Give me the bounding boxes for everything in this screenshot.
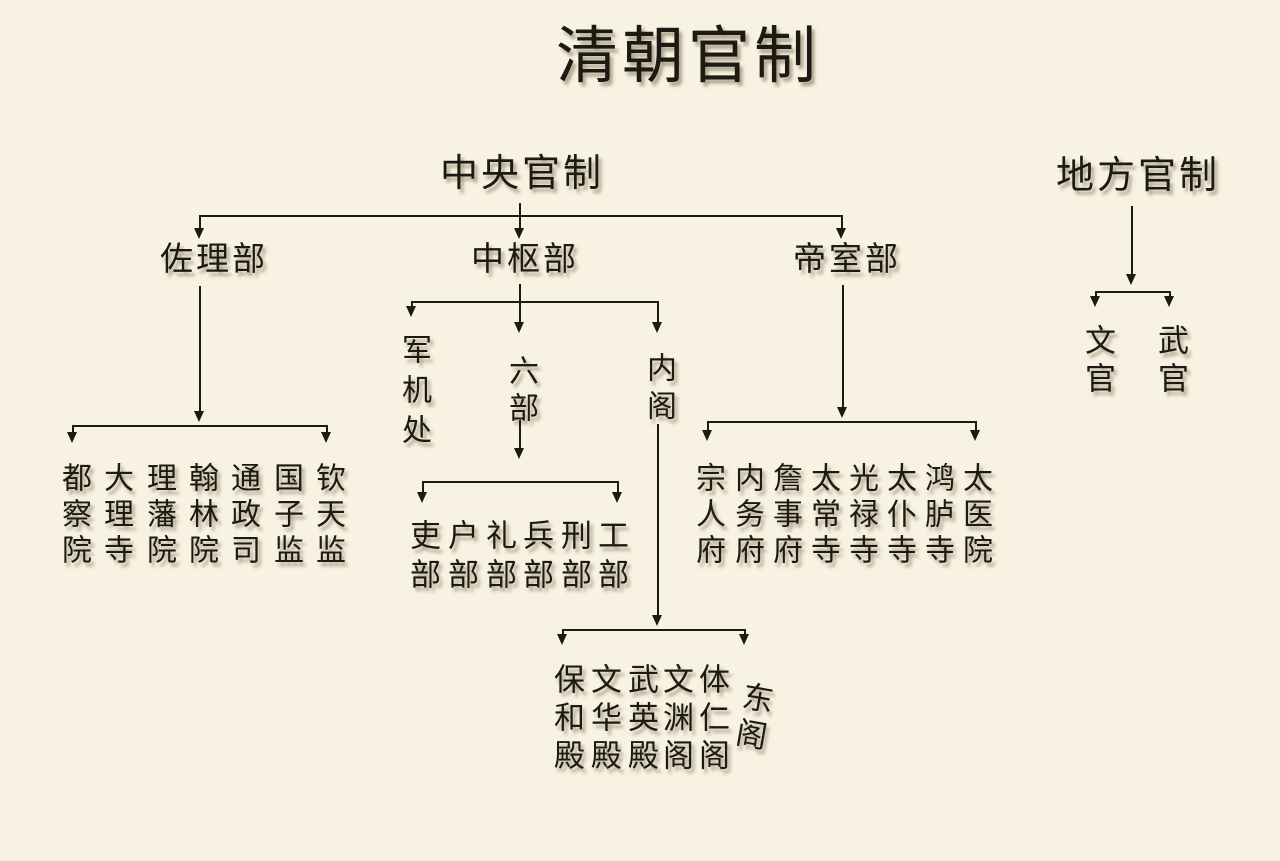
node-central-official-system: 中央官制 [439, 153, 605, 195]
arrowhead-down-icon [514, 228, 524, 239]
connector-vline [744, 629, 746, 635]
arrowhead-down-icon [514, 322, 524, 333]
dept-hubu: 户部 [443, 519, 478, 597]
connector-vline [842, 285, 844, 408]
connector-vline [975, 421, 977, 431]
dept-taichangsi: 太常寺 [806, 462, 839, 570]
dept-gongbu: 工部 [593, 519, 628, 597]
connector-vline [326, 425, 328, 434]
node-dishibu: 帝室部 [793, 242, 901, 278]
arrowhead-down-icon [1126, 274, 1136, 285]
arrowhead-down-icon [557, 634, 567, 645]
connector-vline [1169, 291, 1171, 297]
connector-hline [422, 481, 619, 483]
dept-zhanshifu: 詹事府 [768, 462, 801, 570]
arrowhead-down-icon [702, 430, 712, 441]
node-zuolibu: 佐理部 [160, 242, 268, 278]
dept-duchayuan: 都察院 [57, 462, 90, 570]
connector-vline [72, 425, 74, 434]
dept-qintianjian: 钦天监 [311, 462, 344, 570]
connector-hline [707, 421, 977, 423]
arrowhead-down-icon [417, 492, 427, 503]
hall-tirenge: 体仁阁 [694, 663, 729, 777]
dept-honglusi: 鸿胪寺 [920, 462, 953, 570]
dept-xingbu: 刑部 [556, 519, 591, 597]
dept-taiyiyuan: 太医院 [958, 462, 991, 570]
arrowhead-down-icon [1164, 296, 1174, 307]
dept-dalisi: 大理寺 [99, 462, 132, 570]
arrowhead-down-icon [406, 306, 416, 317]
node-junjichu: 军机处 [397, 334, 430, 454]
hall-dongge: 东阁 [727, 678, 776, 758]
arrowhead-down-icon [67, 432, 77, 443]
connector-hline [1095, 291, 1171, 293]
arrowhead-down-icon [739, 634, 749, 645]
connector-hline [199, 215, 843, 217]
connector-vline [519, 215, 521, 229]
node-wenguan: 文官 [1080, 324, 1115, 400]
connector-vline [657, 301, 659, 323]
dept-hanlinyuan: 翰林院 [184, 462, 217, 570]
hall-wuyingdian: 武英殿 [623, 663, 658, 777]
arrowhead-down-icon [194, 411, 204, 422]
dept-tongzhengsi: 通政司 [226, 462, 259, 570]
diagram-title: 清朝官制 [555, 23, 821, 91]
arrowhead-down-icon [321, 432, 331, 443]
node-neige: 内阁 [642, 352, 675, 428]
connector-vline [422, 481, 424, 493]
arrowhead-down-icon [836, 228, 846, 239]
arrowhead-down-icon [1090, 296, 1100, 307]
connector-vline [657, 424, 659, 616]
connector-vline [519, 420, 521, 449]
dept-libu-rites: 礼部 [481, 519, 516, 597]
connector-vline [411, 301, 413, 308]
hall-baohedian: 保和殿 [549, 663, 584, 777]
node-zhongshubu: 中枢部 [471, 242, 579, 278]
hall-wenyuange: 文渊阁 [658, 663, 693, 777]
dept-zongrenfu: 宗人府 [691, 462, 724, 570]
connector-vline [199, 215, 201, 229]
arrowhead-down-icon [612, 492, 622, 503]
connector-vline [707, 421, 709, 431]
arrowhead-down-icon [514, 448, 524, 459]
hall-wenhuadian: 文华殿 [586, 663, 621, 777]
connector-hline [72, 425, 328, 427]
connector-vline [1095, 291, 1097, 297]
connector-vline [617, 481, 619, 493]
connector-vline [519, 203, 521, 216]
node-wuguan: 武官 [1153, 324, 1188, 400]
arrowhead-down-icon [652, 615, 662, 626]
dept-taipusi: 太仆寺 [882, 462, 915, 570]
arrowhead-down-icon [970, 430, 980, 441]
node-local-official-system: 地方官制 [1055, 155, 1221, 197]
dept-guozijian: 国子监 [269, 462, 302, 570]
dept-guanglusi: 光禄寺 [844, 462, 877, 570]
dept-lifanyuan: 理藩院 [142, 462, 175, 570]
connector-hline [411, 301, 659, 303]
connector-vline [199, 286, 201, 412]
dept-bingbu: 兵部 [518, 519, 553, 597]
connector-vline [519, 301, 521, 323]
connector-vline [562, 629, 564, 635]
connector-vline [519, 284, 521, 303]
node-liubu: 六部 [504, 355, 537, 429]
dept-neiwufu: 内务府 [730, 462, 763, 570]
connector-hline [562, 629, 746, 631]
dept-libu-personnel: 吏部 [405, 519, 440, 597]
arrowhead-down-icon [652, 322, 662, 333]
connector-vline [841, 215, 843, 229]
arrowhead-down-icon [194, 228, 204, 239]
connector-vline [1131, 206, 1133, 275]
arrowhead-down-icon [837, 407, 847, 418]
